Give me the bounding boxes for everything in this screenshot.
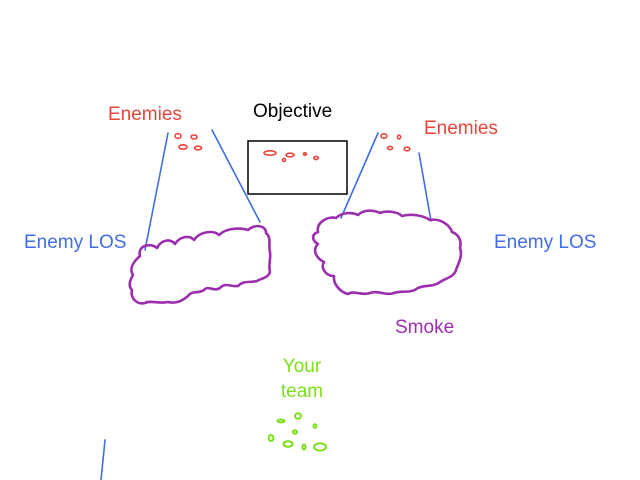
right-smoke-cloud <box>311 209 463 296</box>
your-team-label-line1: Your <box>282 356 322 377</box>
team-marks <box>267 412 327 452</box>
enemies-label-left: Enemies <box>108 104 182 125</box>
enemy-los-label-right: Enemy LOS <box>494 232 597 253</box>
left-enemy-marks <box>174 132 203 151</box>
left-smoke-cloud <box>128 224 272 305</box>
your-team-label: Your team <box>272 354 332 404</box>
objective-label: Objective <box>253 101 333 122</box>
right-enemy-marks <box>380 133 411 152</box>
enemy-los-label-left: Enemy LOS <box>24 232 127 253</box>
objective-box <box>247 140 348 195</box>
objective-enemy-marks <box>263 150 319 163</box>
enemy-los-lines <box>100 129 432 480</box>
smoke-label: Smoke <box>395 317 455 338</box>
your-team-label-line2: team <box>280 381 324 402</box>
enemies-label-right: Enemies <box>424 118 498 139</box>
